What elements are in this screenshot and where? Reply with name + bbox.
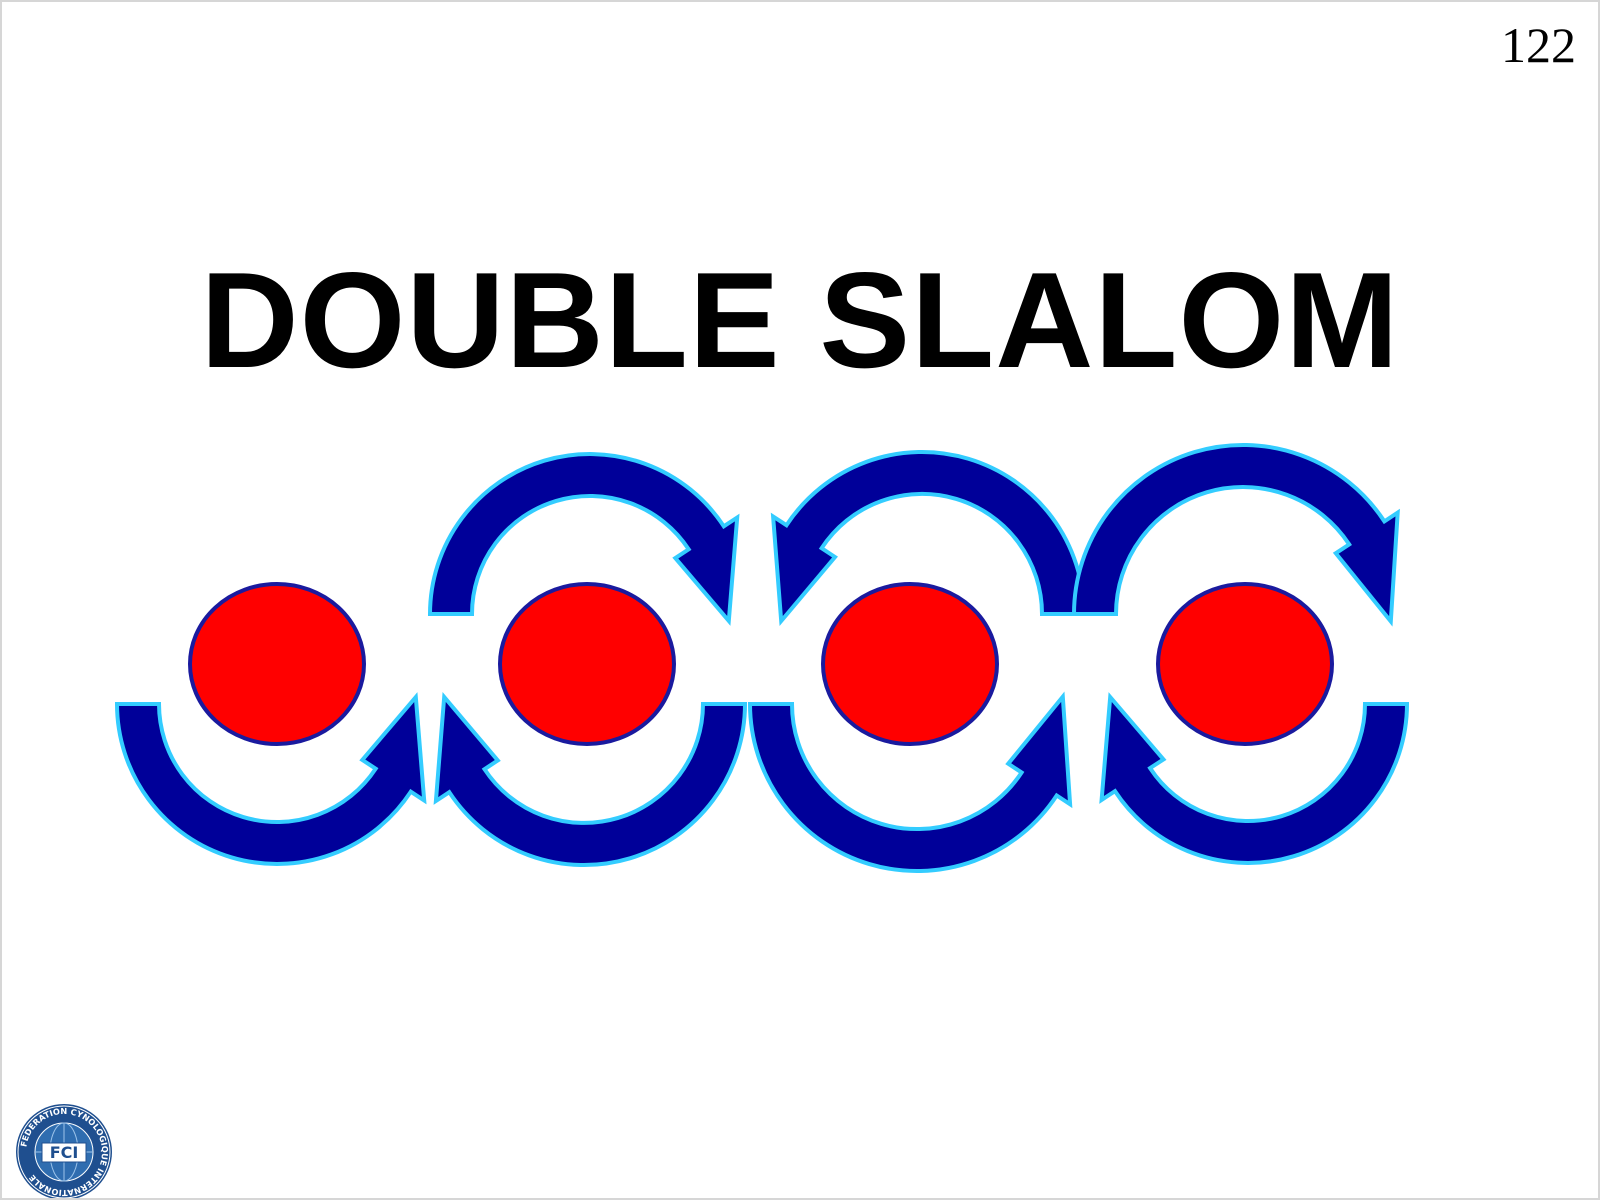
pole-group <box>188 582 1334 746</box>
upper-arrow-3 <box>1071 443 1400 627</box>
lower-arrow-1 <box>114 692 427 866</box>
page-title: DOUBLE SLALOM <box>200 244 1400 396</box>
page-number: 122 <box>1501 17 1576 73</box>
slalom-pole-1 <box>188 582 366 746</box>
slalom-pole-3 <box>821 582 999 746</box>
logo-abbreviation: FCI <box>50 1143 79 1162</box>
slalom-pole-4 <box>1156 582 1334 746</box>
slalom-pole-2 <box>498 582 676 746</box>
lower-arrow-4 <box>1099 692 1410 865</box>
arrow-group <box>114 443 1410 873</box>
lower-arrow-2 <box>433 692 748 867</box>
lower-arrow-3 <box>747 691 1073 873</box>
upper-arrow-1 <box>427 452 740 626</box>
fci-logo-icon: FEDERATION CYNOLOGIQUE INTERNATIONALE FC… <box>16 1104 112 1198</box>
upper-arrow-2 <box>770 450 1087 627</box>
